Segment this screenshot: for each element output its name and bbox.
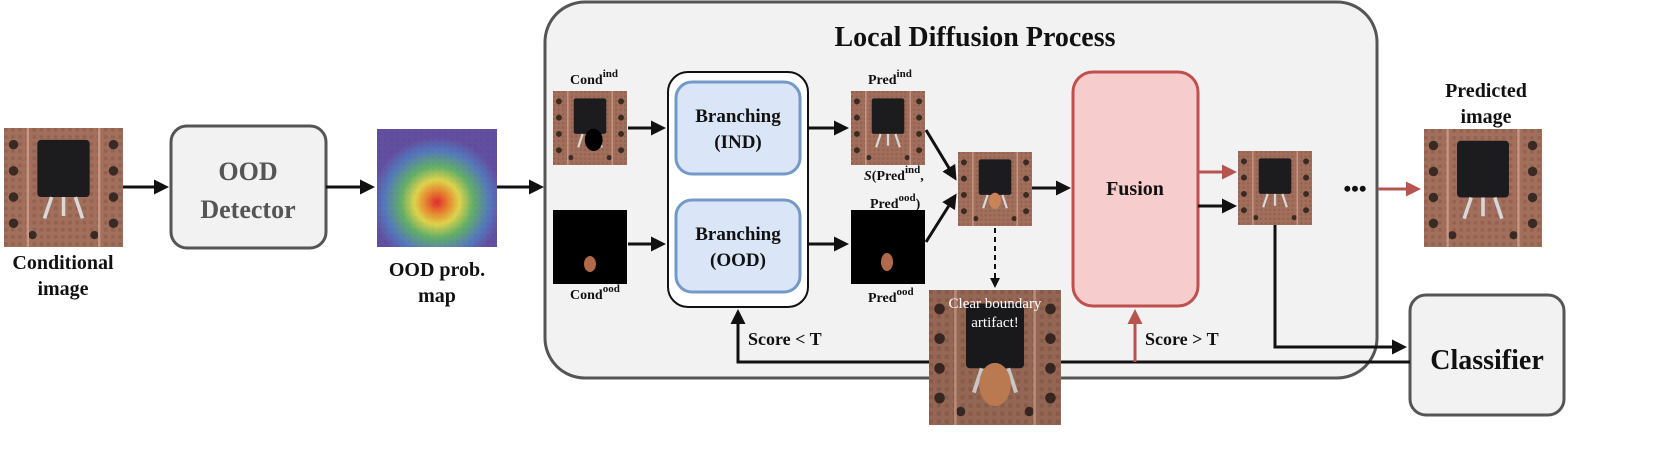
score-low-label: Score < T xyxy=(748,329,822,349)
classifier-box xyxy=(1408,293,1566,417)
fusion-label: Fusion xyxy=(1106,178,1164,200)
pred-ood-label: Predood xyxy=(868,286,914,306)
feedback-score-low xyxy=(730,309,1410,364)
branching-ind-label: Branching(IND) xyxy=(695,106,781,153)
fusion-box xyxy=(1071,70,1200,308)
panel-title: Local Diffusion Process xyxy=(834,22,1115,53)
ood-prob-map xyxy=(377,129,497,247)
cond-ind-image xyxy=(551,89,629,167)
branching-ood-label: Branching(OOD) xyxy=(695,224,781,271)
arrow-predind-to-stitched xyxy=(924,129,957,181)
conditional-image xyxy=(2,126,125,249)
stitched-image xyxy=(956,150,1034,228)
artifact-shade xyxy=(929,290,1061,425)
cond-ind-label: Condind xyxy=(570,68,618,88)
artifact-image xyxy=(929,290,1061,425)
ood-prob-map-label: OOD prob.map xyxy=(389,259,485,307)
arrow-predood-to-stitched xyxy=(924,193,957,243)
cond-ood-label: Condood xyxy=(570,283,620,303)
arrow-next-to-classifier xyxy=(1273,225,1407,355)
ellipsis: ••• xyxy=(1343,176,1366,201)
score-high-label: Score > T xyxy=(1145,329,1219,349)
pred-ood-image xyxy=(851,210,925,284)
next-step-image xyxy=(1236,149,1314,227)
pred-ind-label: Predind xyxy=(868,68,912,88)
branching-ind-box xyxy=(674,80,802,176)
predicted-image xyxy=(1422,127,1544,249)
pred-ood-patch xyxy=(881,253,893,271)
cond-ood-patch xyxy=(584,256,596,272)
classifier-label: Classifier xyxy=(1430,345,1544,376)
ood-detector-box xyxy=(169,124,328,250)
cond-ood-image xyxy=(553,210,627,284)
stitch-function-label: S(Predind, xyxy=(864,164,924,184)
pred-ind-image xyxy=(849,89,927,167)
branching-ood-box xyxy=(674,198,802,294)
stitch-function-label-line2: Predood) xyxy=(870,192,921,212)
